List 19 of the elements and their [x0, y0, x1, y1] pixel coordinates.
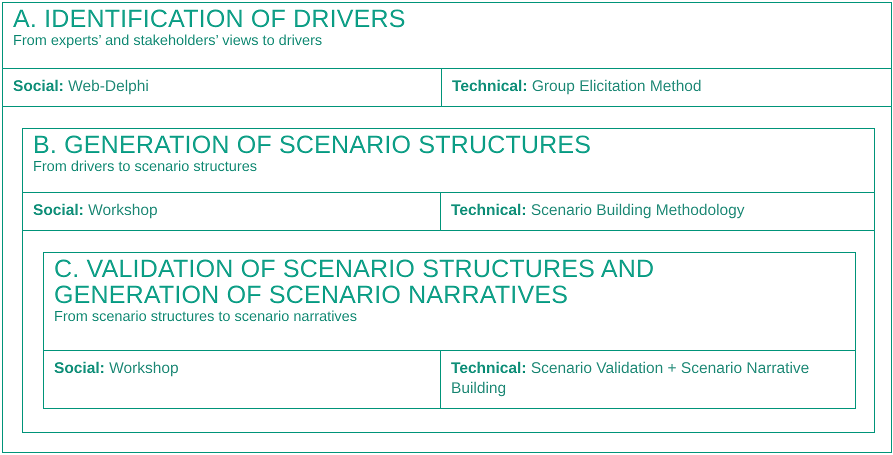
cell-text: Technical: Scenario Validation + Scenario Narrative Building: [451, 359, 810, 399]
section-heading: A. IDENTIFICATION OF DRIVERS: [13, 6, 407, 32]
section-heading: B. GENERATION OF SCENARIO STRUCTURES: [33, 132, 592, 158]
section-box: [22, 128, 875, 433]
section-subtitle: From experts’ and stakeholders’ views to drivers: [13, 32, 324, 50]
cell-text: Social: Web-Delphi: [13, 77, 150, 97]
method-cell: [441, 192, 874, 231]
cell-text: Technical: Group Elicitation Method: [452, 77, 703, 97]
cell-text: Technical: Scenario Building Methodology: [451, 201, 746, 221]
section-box: [43, 252, 856, 409]
method-cell: [44, 350, 441, 408]
section-heading: C. VALIDATION OF SCENARIO STRUCTURES AND GENERATION OF SCENARIO NARRATIVES: [54, 256, 656, 308]
section-subtitle: From scenario structures to scenario narratives: [54, 308, 358, 326]
method-cell: [23, 192, 441, 231]
method-cell: [3, 68, 442, 107]
section-subtitle: From drivers to scenario structures: [33, 158, 258, 176]
method-cell: [442, 68, 891, 107]
cell-text: Social: Workshop: [54, 359, 180, 379]
cell-text: Social: Workshop: [33, 201, 159, 221]
